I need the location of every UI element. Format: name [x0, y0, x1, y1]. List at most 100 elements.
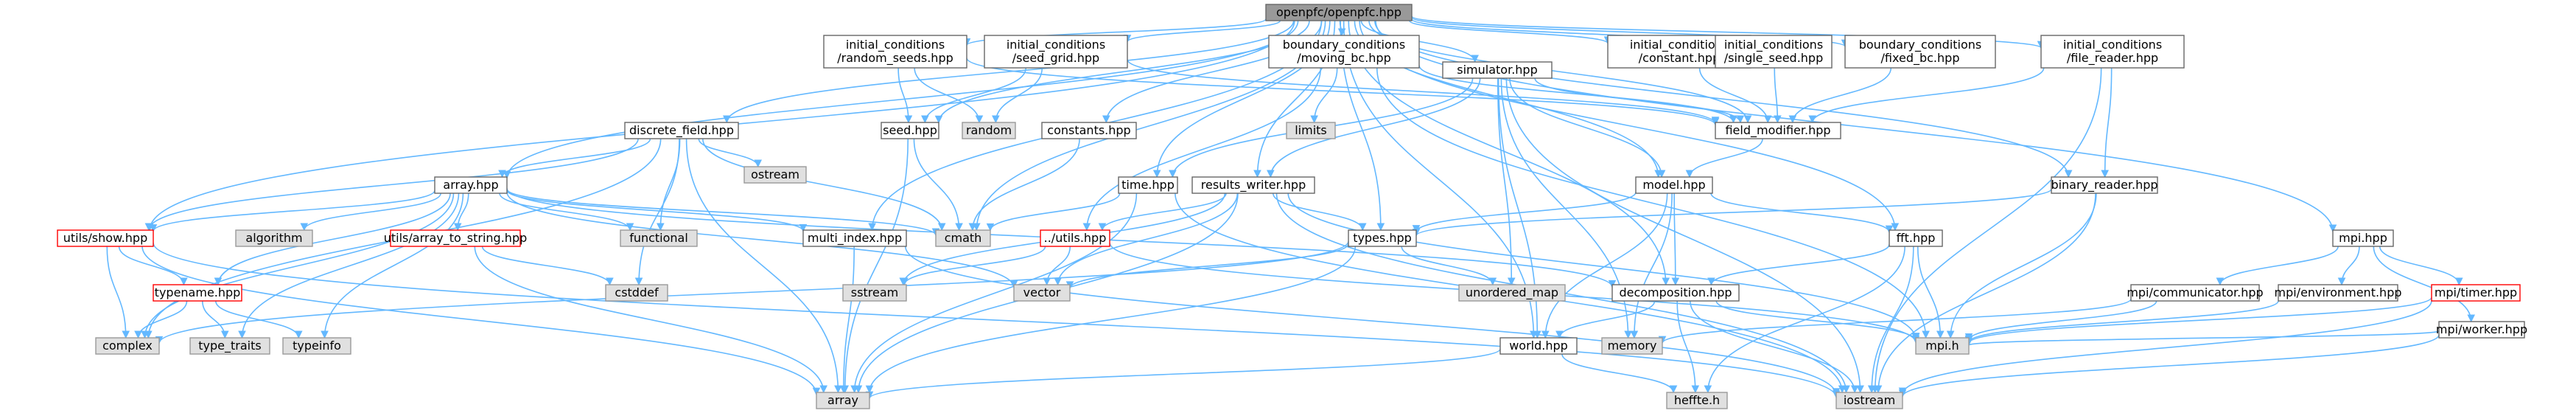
node-results[interactable]: results_writer.hpp: [1191, 176, 1315, 194]
node-mpi_hpp[interactable]: mpi.hpp: [2332, 229, 2394, 247]
node-binreader[interactable]: binary_reader.hpp: [2051, 176, 2158, 194]
edge-utils_show-to-array_std: [141, 246, 821, 396]
edge-ic_seedgrid-to-seed: [921, 67, 1027, 124]
node-label: type_traits: [198, 339, 261, 353]
node-label: mpi/communicator.hpp: [2127, 285, 2263, 299]
node-ic_single[interactable]: initial_conditions/single_seed.hpp: [1715, 35, 1833, 69]
node-utils_hpp[interactable]: ../utils.hpp: [1040, 229, 1110, 247]
edge-seed-to-array_std: [841, 138, 909, 394]
node-box: [189, 337, 270, 355]
edge-typename-to-typeinfo: [214, 300, 303, 339]
edge-root-to-ic_constant: [1409, 20, 1612, 44]
node-box: [1041, 122, 1137, 139]
edge-ic_file-to-binreader: [2101, 67, 2113, 178]
node-ic_file[interactable]: initial_conditions/file_reader.hpp: [2040, 35, 2185, 69]
edge-array_hpp-to-typeinfo: [321, 193, 464, 339]
node-box: [1265, 4, 1413, 21]
node-mpi_env[interactable]: mpi/environment.hpp: [2274, 284, 2402, 302]
node-array_hpp[interactable]: array.hpp: [434, 176, 508, 194]
node-box: [1915, 337, 1970, 355]
node-iostream[interactable]: iostream: [1835, 392, 1903, 409]
node-decomposition[interactable]: decomposition.hpp: [1611, 284, 1740, 302]
node-label: time.hpp: [1121, 178, 1175, 192]
node-box: [235, 229, 313, 247]
node-ostream[interactable]: ostream: [743, 166, 807, 184]
node-label: unordered_map: [1466, 285, 1558, 300]
node-box: [1268, 35, 1420, 69]
node-label: simulator.hpp: [1457, 63, 1537, 77]
node-box: [1191, 176, 1315, 194]
node-mpi_h[interactable]: mpi.h: [1915, 337, 1970, 355]
node-simulator[interactable]: simulator.hpp: [1442, 61, 1553, 79]
node-box: [1286, 122, 1336, 139]
node-constants[interactable]: constants.hpp: [1041, 122, 1137, 139]
node-fft[interactable]: fft.hpp: [1889, 229, 1943, 247]
node-limits[interactable]: limits: [1286, 122, 1336, 139]
node-mpi_timer[interactable]: mpi/timer.hpp: [2431, 284, 2521, 302]
node-root[interactable]: openpfc/openpfc.hpp: [1265, 4, 1413, 21]
node-cmath[interactable]: cmath: [935, 229, 991, 247]
node-complex[interactable]: complex: [95, 337, 160, 355]
node-random[interactable]: random: [962, 122, 1016, 139]
node-box: [1458, 284, 1566, 302]
node-box: [1442, 61, 1553, 79]
node-label: cmath: [945, 231, 982, 245]
edge-simulator-to-unordered_map: [1497, 77, 1516, 286]
node-unordered_map[interactable]: unordered_map: [1458, 284, 1566, 302]
edge-simulator-to-model: [1509, 77, 1666, 178]
node-label: array.hpp: [443, 178, 498, 192]
node-box: [605, 284, 668, 302]
node-box: [2130, 284, 2260, 302]
node-model[interactable]: model.hpp: [1635, 176, 1713, 194]
node-multi_index[interactable]: multi_index.hpp: [802, 229, 907, 247]
node-array_std[interactable]: array: [816, 392, 870, 409]
node-label: /file_reader.hpp: [2067, 51, 2158, 66]
node-utils_show[interactable]: utils/show.hpp: [57, 229, 154, 247]
node-utils_a2s[interactable]: utils/array_to_string.hpp: [384, 229, 528, 247]
node-label: utils/array_to_string.hpp: [384, 231, 528, 246]
edge-world-to-heffte: [1561, 353, 1678, 394]
node-algorithm[interactable]: algorithm: [235, 229, 313, 247]
node-box: [1844, 35, 1996, 69]
node-label: discrete_field.hpp: [629, 123, 734, 138]
edge-bc_moving-to-utils_hpp: [1082, 67, 1322, 232]
node-label: fft.hpp: [1897, 231, 1936, 245]
node-box: [2051, 176, 2158, 194]
node-label: heffte.h: [1674, 393, 1720, 407]
node-label: decomposition.hpp: [1619, 285, 1732, 299]
node-box: [390, 229, 521, 247]
node-heffte[interactable]: heffte.h: [1666, 392, 1728, 409]
node-label: /seed_grid.hpp: [1012, 51, 1099, 66]
node-memory[interactable]: memory: [1601, 337, 1663, 355]
node-box: [1611, 284, 1740, 302]
node-types[interactable]: types.hpp: [1348, 229, 1417, 247]
node-label: typename.hpp: [155, 285, 241, 299]
node-sstream[interactable]: sstream: [842, 284, 907, 302]
node-mpi_worker[interactable]: mpi/worker.hpp: [2436, 321, 2527, 339]
node-world[interactable]: world.hpp: [1499, 337, 1578, 355]
node-label: field_modifier.hpp: [1725, 123, 1830, 138]
edge-mpi_hpp-to-mpi_worker: [2373, 246, 2476, 323]
node-seed[interactable]: seed.hpp: [881, 122, 939, 139]
node-bc_moving[interactable]: boundary_conditions/moving_bc.hpp: [1268, 35, 1420, 69]
node-label: initial_conditions: [846, 38, 945, 52]
edge-seed-to-cmath: [913, 138, 963, 232]
node-fieldmod[interactable]: field_modifier.hpp: [1715, 122, 1841, 139]
node-functional[interactable]: functional: [620, 229, 698, 247]
node-discrete[interactable]: discrete_field.hpp: [624, 122, 739, 139]
node-vector[interactable]: vector: [1013, 284, 1071, 302]
edge-simulator-to-iostream: [1505, 77, 1864, 394]
node-cstddef[interactable]: cstddef: [605, 284, 668, 302]
node-box: [962, 122, 1016, 139]
node-type_traits[interactable]: type_traits: [189, 337, 270, 355]
node-box: [1013, 284, 1071, 302]
node-box: [2278, 284, 2398, 302]
node-typeinfo[interactable]: typeinfo: [282, 337, 351, 355]
node-bc_fixed[interactable]: boundary_conditions/fixed_bc.hpp: [1844, 35, 1996, 69]
edge-fft-to-decomposition: [1707, 243, 1890, 286]
node-typename[interactable]: typename.hpp: [153, 284, 242, 302]
node-mpi_comm[interactable]: mpi/communicator.hpp: [2127, 284, 2264, 302]
node-ic_random[interactable]: initial_conditions/random_seeds.hpp: [823, 35, 967, 69]
node-time[interactable]: time.hpp: [1118, 176, 1178, 194]
node-ic_seedgrid[interactable]: initial_conditions/seed_grid.hpp: [984, 35, 1128, 69]
